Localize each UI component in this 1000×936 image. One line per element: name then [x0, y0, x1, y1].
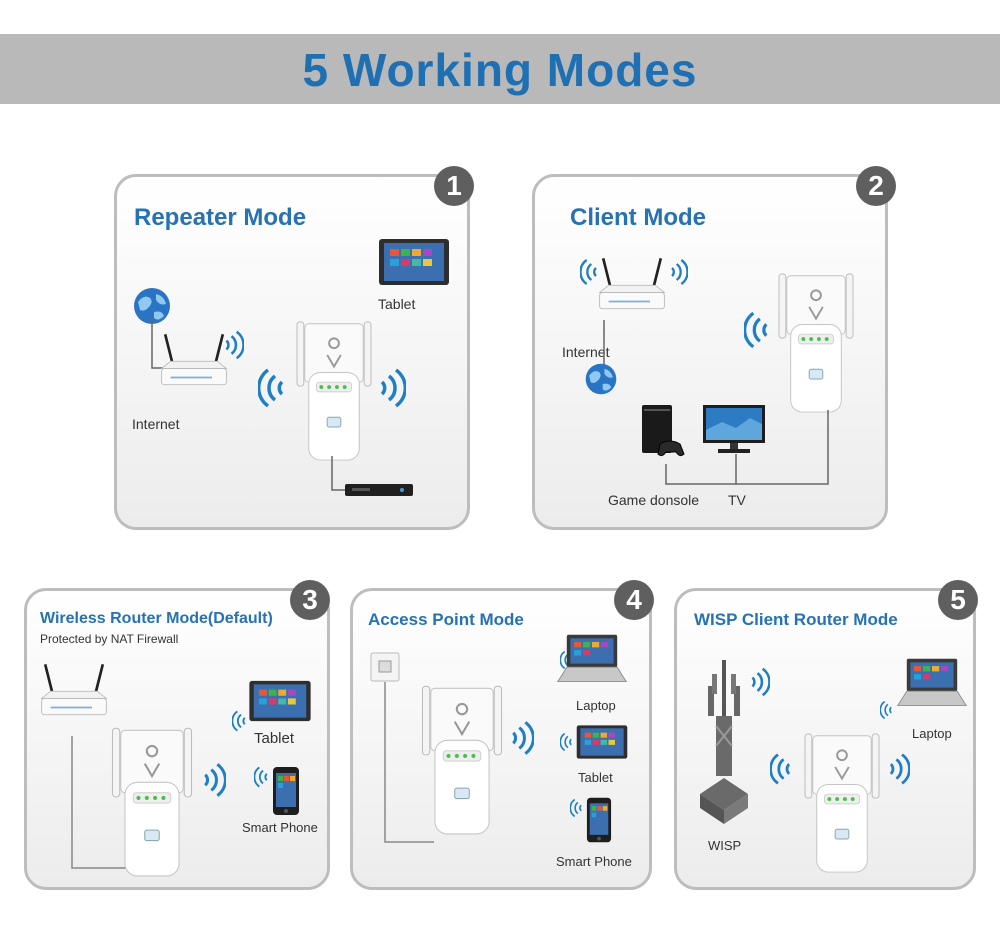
wifi-waves-icon	[748, 666, 770, 698]
repeater-icon	[294, 316, 374, 462]
repeater-icon	[776, 268, 856, 414]
tablet-label: Tablet	[578, 770, 613, 785]
panel-title: Wireless Router Mode(Default)	[40, 610, 273, 627]
mode-number-badge: 1	[434, 166, 474, 206]
smartphone-label: Smart Phone	[242, 820, 318, 835]
wifi-waves-icon	[222, 330, 244, 360]
smartphone-icon	[272, 766, 300, 816]
tablet-label: Tablet	[254, 730, 295, 747]
wisp-label: WISP	[708, 838, 742, 853]
wifi-waves-icon	[232, 710, 248, 732]
laptop-label: Laptop	[576, 698, 616, 713]
router-icon	[158, 332, 230, 396]
wifi-waves-icon	[770, 752, 794, 786]
internet-label: Internet	[562, 344, 610, 360]
cell-tower-icon	[694, 654, 754, 828]
connection-line	[665, 410, 829, 485]
tv-label: TV	[728, 492, 746, 508]
set-top-box-icon	[344, 482, 414, 498]
repeater-icon	[110, 722, 194, 878]
smartphone-icon	[586, 796, 612, 844]
panel-title: Client Mode	[570, 204, 706, 231]
wifi-waves-icon	[254, 766, 270, 788]
wifi-waves-icon	[668, 258, 688, 286]
panel-subtitle: Protected by NAT Firewall	[40, 632, 179, 646]
mode-number-badge: 5	[938, 580, 978, 620]
internet-label: Internet	[132, 416, 180, 432]
wifi-waves-icon	[744, 310, 772, 350]
panel-title: Repeater Mode	[134, 204, 307, 231]
mode-number-badge: 2	[856, 166, 896, 206]
tablet-icon	[576, 724, 628, 760]
panel-title: WISP Client Router Mode	[694, 610, 898, 629]
wifi-waves-icon	[508, 720, 534, 756]
router-icon	[596, 256, 668, 320]
connection-line	[71, 736, 134, 869]
repeater-icon	[800, 728, 884, 874]
wifi-waves-icon	[886, 752, 910, 786]
connection-line	[384, 682, 434, 843]
panel-repeater-mode	[114, 174, 470, 530]
page-title: 5 Working Modes	[302, 44, 698, 96]
globe-icon	[584, 362, 618, 396]
wifi-waves-icon	[200, 762, 226, 798]
tablet-label: Tablet	[378, 296, 416, 312]
router-icon	[38, 662, 110, 726]
laptop-icon	[896, 656, 968, 712]
smartphone-label: Smart Phone	[556, 854, 632, 869]
mode-number-badge: 3	[290, 580, 330, 620]
laptop-label: Laptop	[912, 726, 952, 741]
wall-socket-icon	[370, 652, 400, 682]
title-banner: 5 Working Modes	[0, 34, 1000, 104]
tablet-icon	[378, 238, 450, 286]
laptop-icon	[556, 632, 628, 688]
wifi-waves-icon	[880, 700, 894, 720]
connection-line	[603, 320, 605, 368]
wifi-waves-icon	[560, 732, 574, 752]
wifi-waves-icon	[258, 368, 288, 408]
wifi-waves-icon	[570, 798, 584, 818]
game-console-label: Game donsole	[608, 492, 700, 508]
tablet-icon	[248, 680, 312, 722]
repeater-icon	[420, 680, 504, 836]
wifi-waves-icon	[376, 368, 406, 408]
mode-number-badge: 4	[614, 580, 654, 620]
panel-title: Access Point Mode	[368, 610, 524, 629]
